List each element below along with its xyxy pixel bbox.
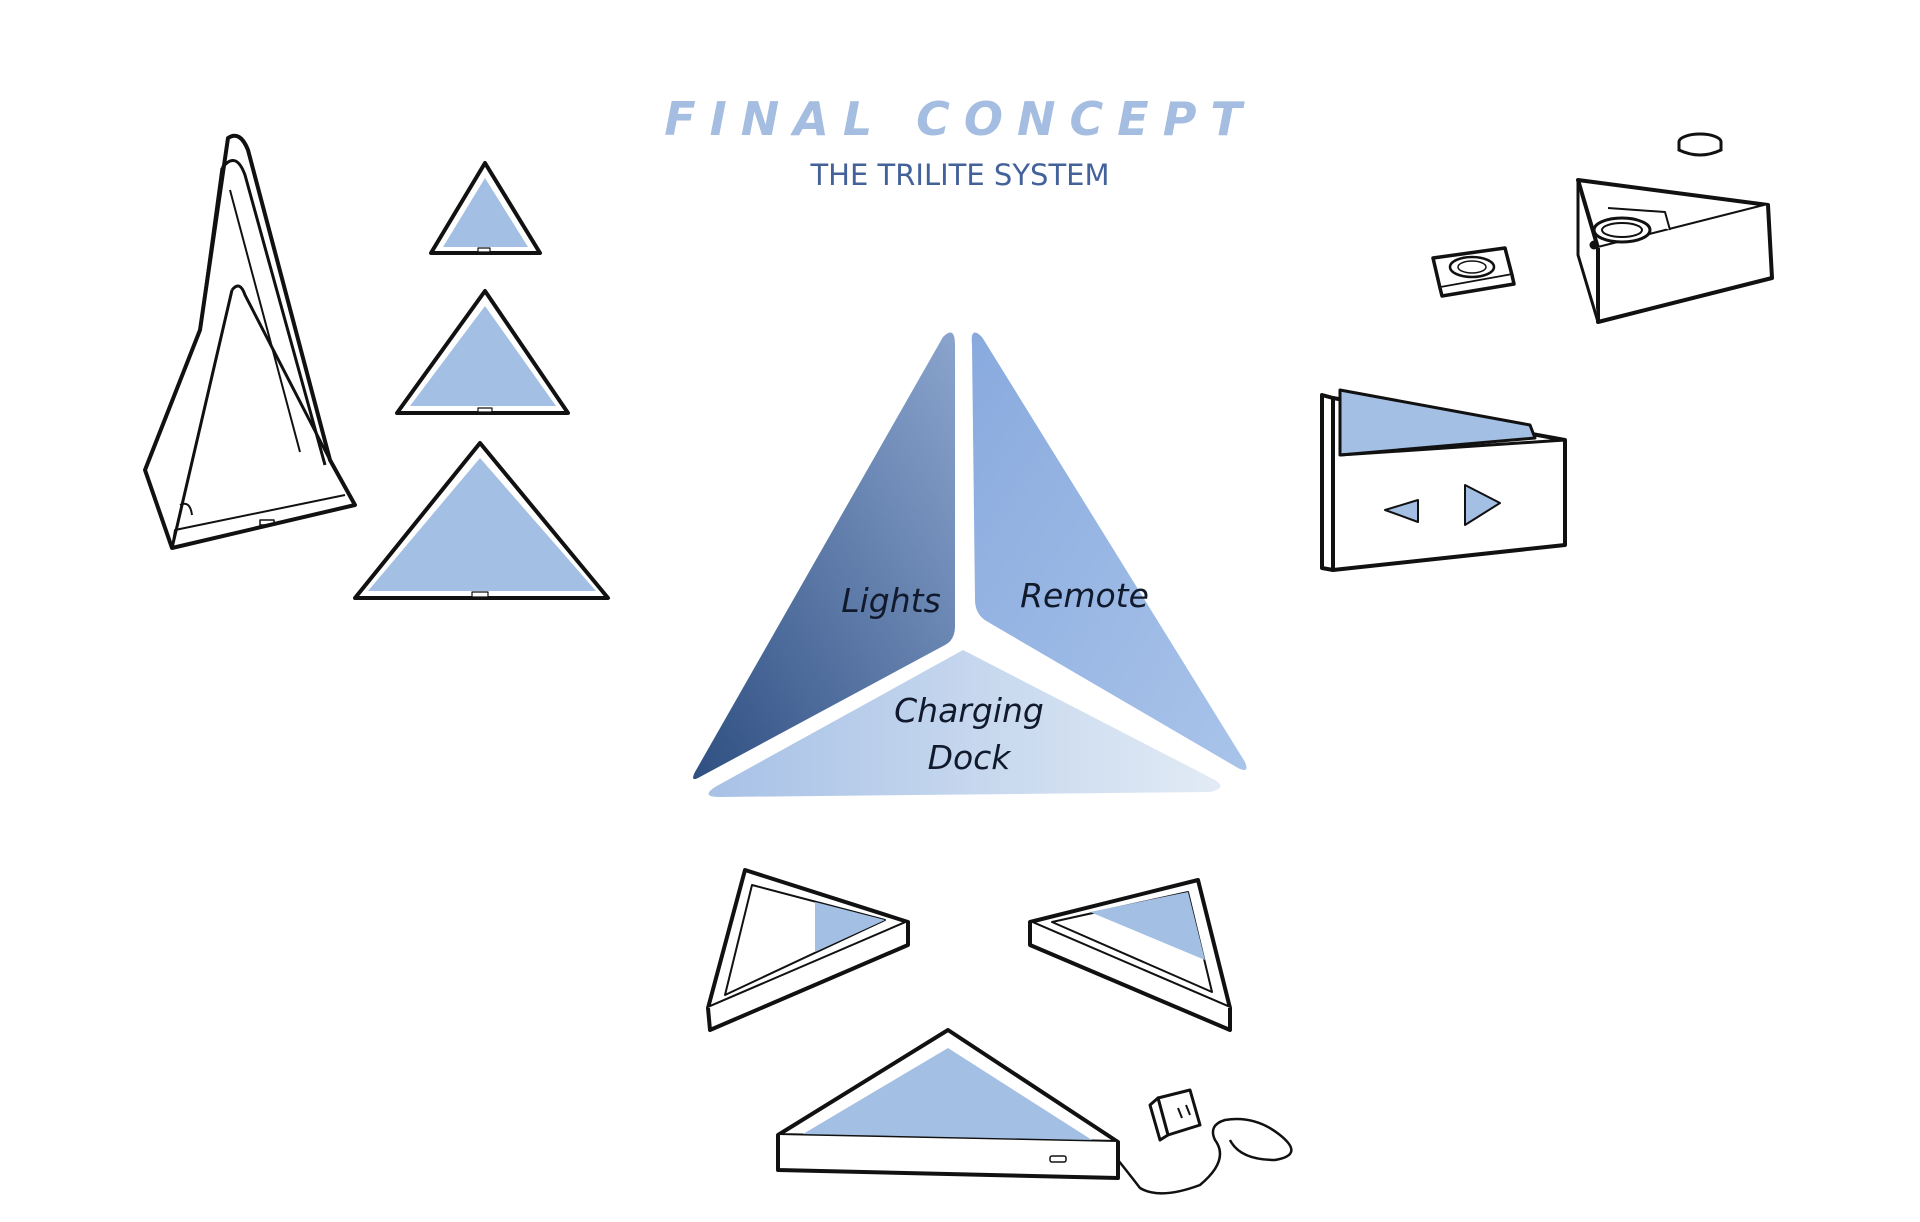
large-light-sketch [355,443,608,598]
lamp-stand-sketch [145,136,355,548]
remote-control-sketch [1322,390,1565,570]
charging-dock-sketch [778,1030,1118,1178]
remote-stand-sketch [1578,180,1772,322]
dock-piece-sketch [708,870,908,1030]
dock-label-line1: Charging [880,688,1058,734]
power-adapter-icon [1118,1090,1291,1193]
dock-piece-sketch [1030,880,1230,1030]
small-light-sketch [431,163,540,253]
remote-label: Remote [1002,573,1167,619]
lights-label: Lights [816,578,966,624]
medium-light-sketch [397,291,568,413]
remote-button-sketch [1433,248,1514,296]
remote-coin-sketch [1679,134,1721,155]
dock-label-line2: Dock [880,735,1058,781]
